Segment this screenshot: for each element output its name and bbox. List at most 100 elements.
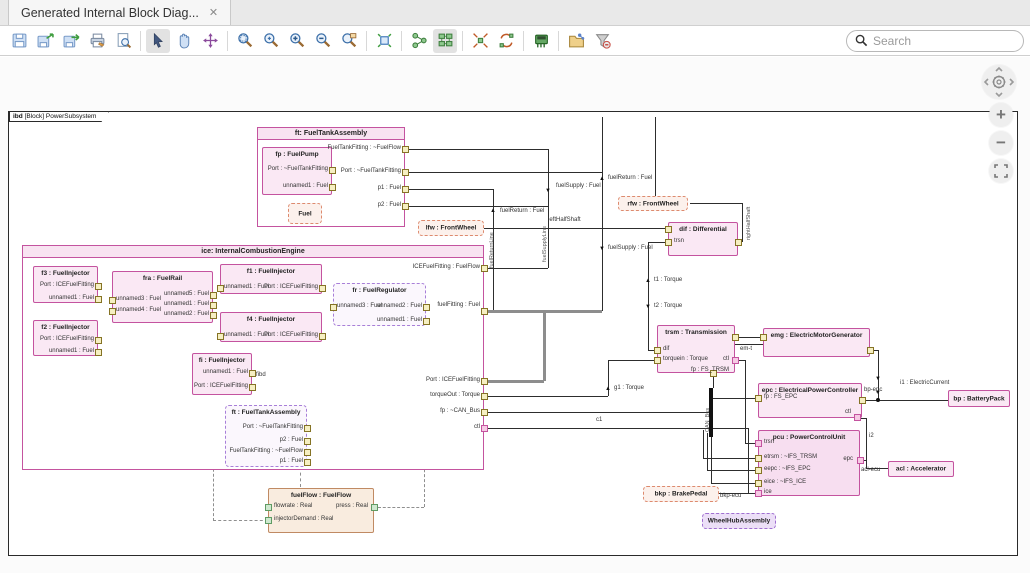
connector-edge[interactable] xyxy=(878,350,879,400)
port[interactable] xyxy=(329,184,336,191)
port[interactable] xyxy=(760,334,767,341)
block-ft-tank-ref[interactable]: ft : FuelTankAssembly xyxy=(225,405,307,467)
connector-edge[interactable] xyxy=(548,149,549,268)
block-f1-fuelinjector[interactable]: f1 : FuelInjector xyxy=(220,264,322,294)
connector-edge[interactable] xyxy=(486,428,748,429)
connector-edge[interactable] xyxy=(745,443,758,444)
port[interactable] xyxy=(319,333,326,340)
port[interactable] xyxy=(95,283,102,290)
connector-edge[interactable] xyxy=(648,242,649,350)
port[interactable] xyxy=(481,409,488,416)
refresh-diagram-button[interactable] xyxy=(494,29,518,53)
port[interactable] xyxy=(95,349,102,356)
block-f4-fuelinjector[interactable]: f4 : FuelInjector xyxy=(220,312,322,342)
port[interactable] xyxy=(329,167,336,174)
export-diagram-button[interactable] xyxy=(59,29,83,53)
fit-screen-control[interactable] xyxy=(989,159,1013,183)
port[interactable] xyxy=(481,425,488,432)
block-acl-accelerator[interactable]: acl : Accelerator xyxy=(888,461,954,477)
port[interactable] xyxy=(755,395,762,402)
connector-edge[interactable] xyxy=(608,360,657,361)
connector-edge[interactable] xyxy=(493,189,494,311)
connector-edge[interactable] xyxy=(713,398,758,399)
connector-edge[interactable] xyxy=(859,418,866,419)
connector-edge[interactable] xyxy=(213,520,268,521)
port[interactable] xyxy=(210,302,217,309)
search-box[interactable] xyxy=(846,29,1024,52)
zoom-fit-button[interactable] xyxy=(259,29,283,53)
zoom-out-button[interactable] xyxy=(311,29,335,53)
port[interactable] xyxy=(265,504,272,511)
port[interactable] xyxy=(330,304,337,311)
port[interactable] xyxy=(217,285,224,292)
navigate-pad[interactable] xyxy=(982,65,1016,99)
connector-edge[interactable] xyxy=(407,172,602,173)
port[interactable] xyxy=(304,438,311,445)
connector-edge[interactable] xyxy=(707,470,758,471)
connector-edge[interactable] xyxy=(742,203,743,242)
port[interactable] xyxy=(304,449,311,456)
connector-edge[interactable] xyxy=(655,117,656,196)
connector-edge[interactable] xyxy=(407,206,548,207)
block-pcu-powercontrol[interactable]: pcu : PowerControlUnit xyxy=(758,430,860,496)
block-fr-fuelregulator[interactable]: fr : FuelRegulator xyxy=(333,283,426,326)
port[interactable] xyxy=(304,459,311,466)
port[interactable] xyxy=(481,265,488,272)
arrange-all-button[interactable] xyxy=(433,28,457,53)
connector-edge[interactable] xyxy=(378,507,424,508)
connector-edge[interactable] xyxy=(707,433,708,470)
snap-layout-button[interactable] xyxy=(372,29,396,53)
block-fp-fuelpump[interactable]: fp : FuelPump xyxy=(262,147,332,195)
expand-all-button[interactable] xyxy=(468,29,492,53)
zoom-selection-button[interactable] xyxy=(233,29,257,53)
import-diagram-button[interactable] xyxy=(33,29,57,53)
block-fuelflow[interactable]: fuelFlow : FuelFlow xyxy=(268,488,374,533)
connector-edge[interactable] xyxy=(719,493,758,494)
port[interactable] xyxy=(859,397,866,404)
filter-button[interactable] xyxy=(590,29,614,53)
connector-edge[interactable] xyxy=(862,400,948,401)
save-button[interactable] xyxy=(7,29,31,53)
port[interactable] xyxy=(654,347,661,354)
connector-edge[interactable] xyxy=(648,242,668,243)
port[interactable] xyxy=(857,457,864,464)
zoom-reset-button[interactable] xyxy=(337,29,361,53)
port[interactable] xyxy=(735,239,742,246)
block-lfw-frontwheel[interactable]: lfw : FrontWheel xyxy=(418,220,484,236)
port[interactable] xyxy=(319,285,326,292)
block-bkp-brakepedal[interactable]: bkp : BrakePedal xyxy=(643,486,719,502)
port[interactable] xyxy=(710,370,717,377)
port[interactable] xyxy=(755,440,762,447)
connector-edge[interactable] xyxy=(543,311,546,381)
port[interactable] xyxy=(423,304,430,311)
search-input[interactable] xyxy=(873,33,1003,48)
port[interactable] xyxy=(755,490,762,497)
port[interactable] xyxy=(402,146,409,153)
port[interactable] xyxy=(210,312,217,319)
connector-edge[interactable] xyxy=(407,189,493,190)
connector-edge[interactable] xyxy=(711,437,712,483)
zoom-in-control[interactable]: + xyxy=(989,103,1013,127)
connector-edge[interactable] xyxy=(703,458,758,459)
port[interactable] xyxy=(210,292,217,299)
block-trsm-transmission[interactable]: trsm : Transmission xyxy=(657,325,735,373)
block-fi-fuelinjector[interactable]: fi : FuelInjector xyxy=(192,353,252,395)
port[interactable] xyxy=(371,504,378,511)
can-bus-bar[interactable] xyxy=(709,388,713,437)
connector-edge[interactable] xyxy=(602,117,603,311)
connector-edge[interactable] xyxy=(713,373,714,388)
port[interactable] xyxy=(481,308,488,315)
connector-edge[interactable] xyxy=(735,360,745,361)
connector-edge[interactable] xyxy=(866,418,867,468)
connector-edge[interactable] xyxy=(407,149,548,150)
connector-edge[interactable] xyxy=(486,396,608,397)
port[interactable] xyxy=(249,384,256,391)
connector-edge[interactable] xyxy=(484,268,548,269)
block-bp-batterypack[interactable]: bp : BatteryPack xyxy=(948,390,1010,407)
block-fra-fuelrail[interactable]: fra : FuelRail xyxy=(112,271,213,323)
connector-edge[interactable] xyxy=(300,467,301,487)
connector-edge[interactable] xyxy=(486,412,711,413)
block-emg-motor[interactable]: emg : ElectricMotorGenerator xyxy=(763,328,870,357)
port[interactable] xyxy=(732,357,739,364)
